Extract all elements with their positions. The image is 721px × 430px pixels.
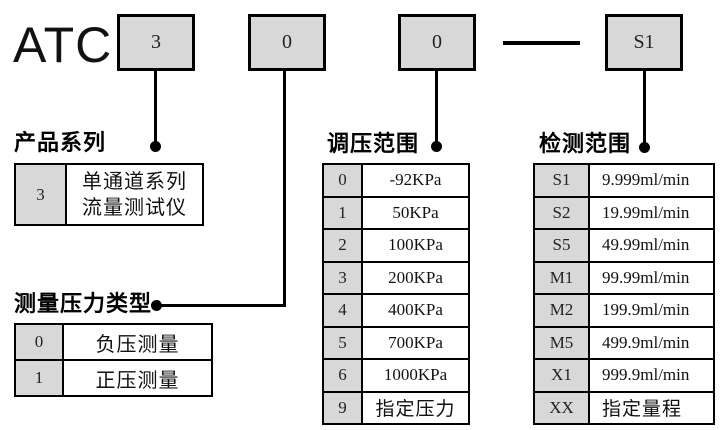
table-row: XX 指定量程 [535,392,713,423]
row-code: M5 [535,327,590,358]
table-row: 0 -92KPa [324,165,468,198]
row-code: 2 [324,230,363,261]
connector-detect-range-line [643,71,646,149]
table-row: S2 19.99ml/min [535,197,713,230]
table-row: M1 99.99ml/min [535,262,713,295]
row-code: 0 [16,325,64,359]
table-row: S1 9.999ml/min [535,165,713,198]
row-desc: 99.99ml/min [602,267,690,287]
row-desc: 49.99ml/min [602,235,690,255]
row-code: M2 [535,295,590,326]
row-desc: 100KPa [388,235,443,255]
row-desc: 指定压力 [375,399,456,421]
table-row: 9 指定压力 [324,392,468,423]
row-desc: -92KPa [389,170,442,190]
code-box-series: 3 [117,14,195,71]
row-code: 5 [324,327,363,358]
row-desc: 400KPa [388,300,443,320]
table-row: 3 单通道系列 流量测试仪 [16,165,202,224]
connector-pressure-type-hline [157,304,286,307]
section-title-pressure-range: 调压范围 [327,131,420,156]
table-row: 1 正压测量 [16,361,211,395]
code-box-pressure-type: 0 [248,14,326,71]
connector-detect-range-dot [639,142,650,153]
row-code: 3 [16,165,67,224]
pressure-range-table: 0 -92KPa 1 50KPa 2 100KPa 3 200KPa 4 400… [322,163,470,425]
row-desc: 19.99ml/min [602,202,690,222]
row-desc: 正压测量 [95,369,180,392]
row-desc: 499.9ml/min [602,332,690,352]
detect-range-table: S1 9.999ml/min S2 19.99ml/min S5 49.99ml… [533,163,715,425]
row-desc: 单通道系列 流量测试仪 [82,170,187,219]
row-code: 6 [324,360,363,391]
row-code: 1 [324,197,363,228]
row-code: 9 [324,392,363,423]
section-title-detect-range: 检测范围 [539,131,632,156]
row-code: S1 [535,165,590,196]
table-row: 2 100KPa [324,230,468,263]
code-box-detect-range: S1 [605,14,683,71]
row-code: X1 [535,360,590,391]
table-row: X1 999.9ml/min [535,360,713,393]
row-desc: 指定量程 [602,399,683,421]
table-row: 3 200KPa [324,262,468,295]
row-code: S2 [535,197,590,228]
section-title-pressure-type: 测量压力类型 [14,291,153,316]
connector-pressure-type-vline [283,71,286,307]
row-code: XX [535,392,590,423]
row-code: 0 [324,165,363,196]
pressure-type-table: 0 负压测量 1 正压测量 [14,323,213,397]
row-desc: 199.9ml/min [602,300,690,320]
row-desc: 1000KPa [383,365,448,385]
connector-pressure-range-line [435,71,438,148]
connector-pressure-type-dot [151,300,162,311]
table-row: S5 49.99ml/min [535,230,713,263]
separator-dash [503,41,580,45]
table-row: 5 700KPa [324,327,468,360]
row-desc: 999.9ml/min [602,365,690,385]
connector-series-dot [150,141,161,152]
table-row: 4 400KPa [324,295,468,328]
row-desc: 50KPa [392,202,439,222]
table-row: 6 1000KPa [324,360,468,393]
row-desc: 700KPa [388,332,443,352]
code-box-pressure-range: 0 [398,14,476,71]
row-desc: 9.999ml/min [602,170,690,190]
row-desc: 负压测量 [95,333,180,356]
series-table: 3 单通道系列 流量测试仪 [14,163,204,226]
table-row: 1 50KPa [324,197,468,230]
row-code: 3 [324,262,363,293]
row-code: 4 [324,295,363,326]
row-code: M1 [535,262,590,293]
model-prefix: ATC [13,17,113,73]
row-code: 1 [16,361,64,395]
connector-series-line [154,71,157,148]
row-desc: 200KPa [388,267,443,287]
row-code: S5 [535,230,590,261]
table-row: M2 199.9ml/min [535,295,713,328]
table-row: 0 负压测量 [16,325,211,361]
table-row: M5 499.9ml/min [535,327,713,360]
connector-pressure-range-dot [431,141,442,152]
section-title-series: 产品系列 [14,130,107,155]
